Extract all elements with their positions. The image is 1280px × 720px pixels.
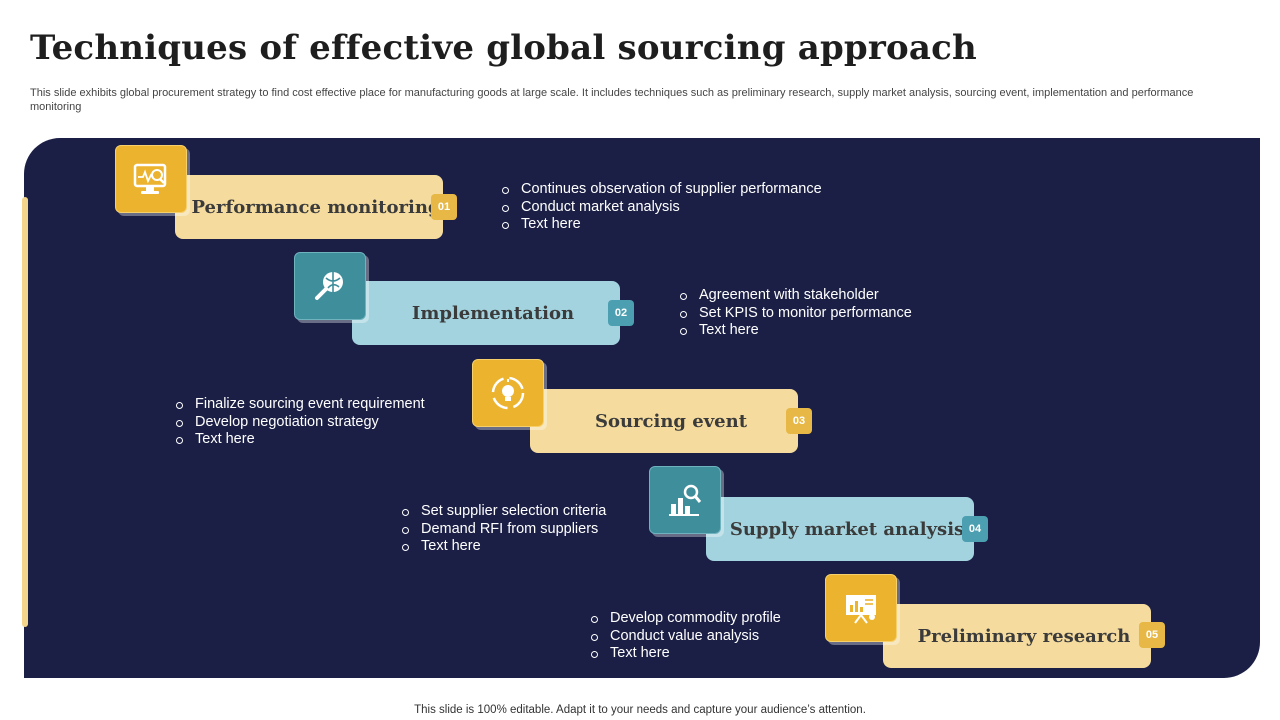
list-item: Text here [175, 431, 425, 449]
step-supply-market-analysis: Supply market analysis [706, 497, 974, 561]
bar-chart-magnifier-icon [649, 466, 721, 534]
list-item: Conduct market analysis [501, 199, 822, 217]
list-item: Develop commodity profile [590, 610, 781, 628]
page-title: Techniques of effective global sourcing … [30, 28, 977, 68]
list-item: Agreement with stakeholder [679, 287, 912, 305]
list-item: Conduct value analysis [590, 628, 781, 646]
step-preliminary-research: Preliminary research [883, 604, 1151, 668]
list-item: Continues observation of supplier perfor… [501, 181, 822, 199]
list-item: Text here [501, 216, 822, 234]
list-item: Text here [679, 322, 912, 340]
list-item: Develop negotiation strategy [175, 414, 425, 432]
monitor-magnifier-icon [115, 145, 187, 213]
step-number-badge: 01 [431, 194, 457, 220]
step-bullet-list: Continues observation of supplier perfor… [501, 181, 822, 234]
step-bullet-list: Agreement with stakeholder Set KPIS to m… [679, 287, 912, 340]
list-item: Set KPIS to monitor performance [679, 305, 912, 323]
step-label: Preliminary research [917, 625, 1131, 647]
step-implementation: Implementation [352, 281, 620, 345]
list-item: Text here [590, 645, 781, 663]
step-label: Sourcing event [594, 410, 748, 432]
magnifier-globe-icon [294, 252, 366, 320]
step-number-badge: 04 [962, 516, 988, 542]
step-label: Implementation [411, 302, 575, 324]
list-item: Set supplier selection criteria [401, 503, 606, 521]
accent-bar [22, 197, 28, 627]
step-number-badge: 02 [608, 300, 634, 326]
step-sourcing-event: Sourcing event [530, 389, 798, 453]
step-bullet-list: Finalize sourcing event requirement Deve… [175, 396, 425, 449]
step-number-badge: 03 [786, 408, 812, 434]
step-performance-monitoring: Performance monitoring [175, 175, 443, 239]
footer-note: This slide is 100% editable. Adapt it to… [414, 704, 866, 716]
step-number-badge: 05 [1139, 622, 1165, 648]
list-item: Demand RFI from suppliers [401, 521, 606, 539]
page-subtitle: This slide exhibits global procurement s… [30, 87, 1194, 113]
step-bullet-list: Develop commodity profile Conduct value … [590, 610, 781, 663]
step-bullet-list: Set supplier selection criteria Demand R… [401, 503, 606, 556]
list-item: Finalize sourcing event requirement [175, 396, 425, 414]
step-label: Supply market analysis [729, 518, 965, 540]
presentation-board-icon [825, 574, 897, 642]
lightbulb-cycle-icon [472, 359, 544, 427]
list-item: Text here [401, 538, 606, 556]
step-label: Performance monitoring [191, 196, 441, 218]
